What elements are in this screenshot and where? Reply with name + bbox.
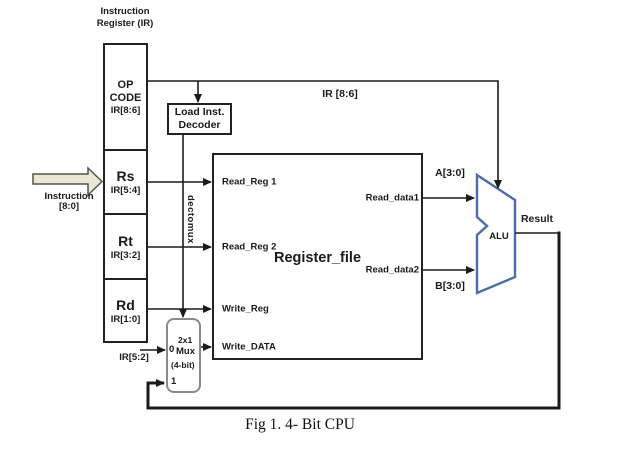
rs-label: Rs — [116, 168, 135, 184]
alu-result-label: Result — [520, 213, 554, 225]
mux-input0-label: 0 — [169, 344, 175, 355]
register-file-box: Register_file Read_Reg 1 Read_Reg 2 Writ… — [212, 153, 423, 360]
rd-range: IR[1:0] — [110, 313, 141, 325]
register-file-title: Register_file — [273, 250, 362, 266]
ir-section-opcode: OP CODE IR[8:6] — [105, 45, 146, 149]
ir-section-rd: Rd IR[1:0] — [105, 278, 146, 341]
rs-range: IR[5:4] — [110, 185, 141, 196]
dectomux-label: dectomux — [185, 195, 196, 244]
instruction-input-line1: Instruction — [44, 191, 94, 202]
ir-section-rt: Rt IR[3:2] — [105, 213, 146, 278]
decoder-line1: Load Inst. — [174, 106, 225, 118]
instruction-input-line2: [8:0] — [58, 201, 80, 213]
opcode-range: IR[8:6] — [110, 104, 141, 116]
instruction-input-label: Instruction [8:0] — [44, 191, 94, 213]
rt-range: IR[3:2] — [110, 249, 141, 261]
alu-label: ALU — [489, 231, 509, 242]
figure-caption: Fig 1. 4- Bit CPU — [245, 416, 355, 433]
port-write-data: Write_DATA — [222, 341, 276, 353]
port-read-reg2: Read_Reg 2 — [222, 241, 277, 253]
mux-select-label: IR[5:2] — [119, 352, 149, 363]
rd-label: Rd — [116, 296, 135, 313]
port-read-data1: Read_data1 — [365, 192, 419, 204]
mux-width-label: (4-bit) — [171, 360, 195, 370]
port-write-reg: Write_Reg — [222, 303, 269, 315]
mux-size-label: 2x1 — [178, 335, 193, 345]
opcode-label-line2: CODE — [109, 91, 142, 104]
mux-box — [166, 318, 201, 393]
decoder-line2: Decoder — [178, 119, 221, 131]
instruction-register-block: OP CODE IR[8:6] Rs IR[5:4] Rt IR[3:2] Rd… — [103, 43, 148, 343]
alu-input-a-label: A[3:0] — [435, 167, 465, 179]
port-read-data2: Read_data2 — [365, 264, 419, 276]
ir-title-line1: Instruction — [100, 6, 150, 17]
mux-input1-label: 1 — [171, 376, 177, 387]
port-read-reg1: Read_Reg 1 — [222, 176, 277, 188]
opcode-label-line1: OP — [117, 78, 134, 91]
load-inst-decoder-box: Load Inst. Decoder — [167, 103, 232, 135]
alu-input-b-label: B[3:0] — [435, 280, 465, 292]
ir86-wire-label: IR [8:6] — [322, 88, 358, 100]
mux-name-label: Mux — [176, 346, 195, 357]
ir-section-rs: Rs IR[5:4] — [105, 149, 146, 213]
ir-title-line2: Register (IR) — [96, 17, 154, 29]
rt-label: Rt — [118, 232, 133, 249]
ir-title: Instruction Register (IR) — [97, 6, 153, 29]
